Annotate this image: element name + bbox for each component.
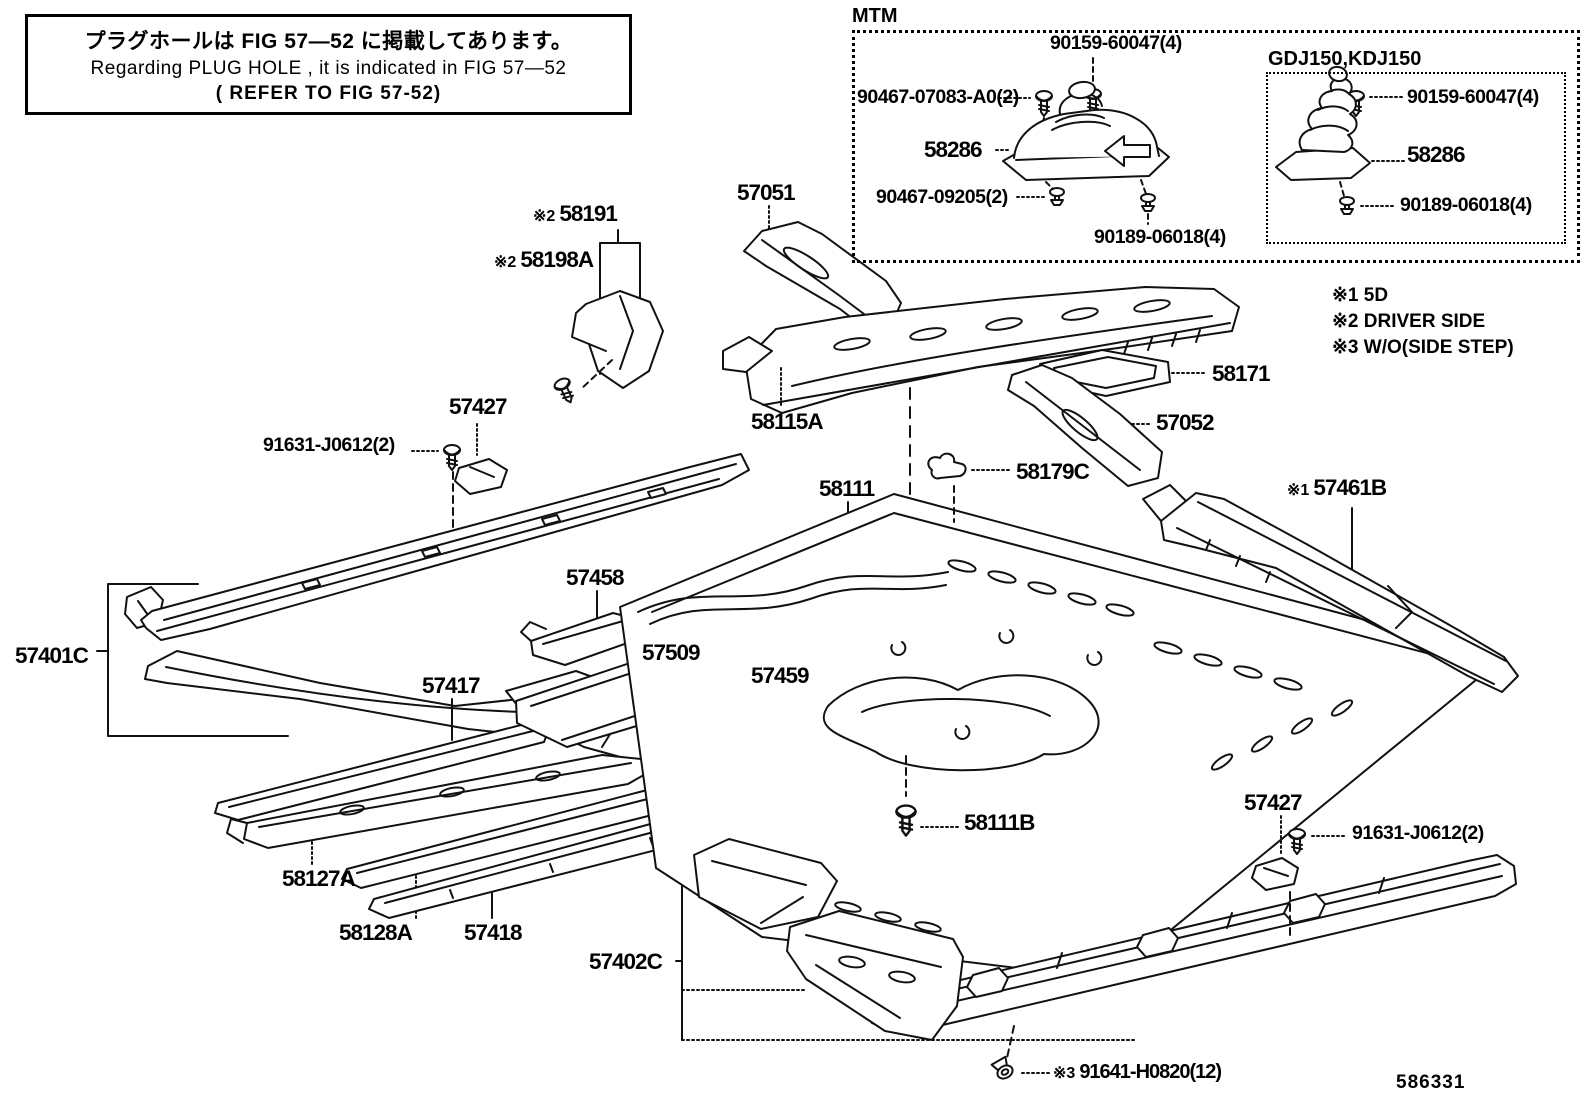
part-number: 57427: [449, 394, 508, 419]
legend-item-2: ※2 DRIVER SIDE: [1332, 311, 1486, 332]
part-number: 57461B: [1313, 475, 1387, 500]
part-label-58286-gdj: 58286: [1407, 142, 1466, 167]
part-number: 57052: [1156, 410, 1215, 435]
part-57052-art: [1007, 364, 1163, 487]
part-number: 58191: [559, 201, 618, 226]
mtm-box-title: MTM: [852, 5, 898, 27]
part-number: 58127A: [282, 866, 356, 891]
part-57051-art: [743, 205, 902, 343]
part-prefix: ※1: [1287, 482, 1310, 499]
part-58127A-art: [226, 754, 650, 865]
part-label-90467-07083: 90467-07083-A0(2): [857, 86, 1019, 108]
part-label-58127A: 58127A: [282, 866, 356, 891]
part-label-58115A: 58115A: [751, 409, 824, 434]
part-number: 58286: [924, 137, 983, 162]
legend-item-3: ※3 W/O(SIDE STEP): [1332, 337, 1514, 358]
part-label-90159-60047-gdj: 90159-60047(4): [1407, 86, 1539, 108]
part-number: 57051: [737, 180, 796, 205]
part-label-91631-bottom: 91631-J0612(2): [1352, 822, 1484, 844]
part-number: 57402C: [589, 949, 663, 974]
part-number: 58171: [1212, 361, 1271, 386]
part-label-57427-bottom: 57427: [1244, 790, 1303, 815]
part-label-58111B: 58111B: [964, 810, 1035, 835]
part-number: 57509: [642, 640, 701, 665]
part-number: 91641-H0820(12): [1079, 1061, 1222, 1083]
part-57427-bottom-art: [1251, 815, 1347, 937]
part-label-57509: 57509: [642, 640, 701, 665]
part-label-58128A: 58128A: [339, 920, 413, 945]
part-number: 57427: [1244, 790, 1303, 815]
legend: ※1 5D ※2 DRIVER SIDE ※3 W/O(SIDE STEP): [1332, 283, 1514, 361]
part-label-57052: 57052: [1156, 410, 1215, 435]
part-58115A-art: [722, 286, 1240, 414]
part-label-57417: 57417: [422, 673, 481, 698]
part-57402C-art: [675, 838, 1517, 1041]
part-prefix: ※2: [494, 254, 517, 271]
part-prefix: ※2: [533, 208, 556, 225]
part-label-90189-06018-mtm: 90189-06018(4): [1094, 226, 1226, 248]
part-number: 58115A: [751, 409, 824, 434]
part-label-90189-06018-gdj: 90189-06018(4): [1400, 194, 1532, 216]
part-label-90159-60047-mtm: 90159-60047(4): [1050, 32, 1182, 54]
part-label-58171: 58171: [1212, 361, 1271, 386]
note-line-japanese: プラグホールは FIG 57—52 に掲載してあります。: [84, 29, 573, 53]
part-number: 58179C: [1016, 459, 1090, 484]
gdj-detail-box: [1266, 72, 1566, 244]
part-58179C-art: [927, 452, 1013, 523]
part-label-57459: 57459: [751, 663, 810, 688]
plug-hole-note-box: プラグホールは FIG 57—52 に掲載してあります。 Regarding P…: [25, 14, 632, 115]
part-58191-art: [551, 229, 664, 407]
part-57461B-art: [1142, 484, 1519, 693]
note-line-english: Regarding PLUG HOLE , it is indicated in…: [90, 57, 567, 79]
part-label-58179C: 58179C: [1016, 459, 1090, 484]
part-label-90467-09205: 90467-09205(2): [876, 186, 1008, 208]
part-label-58111: 58111: [819, 476, 875, 501]
part-number: 58286: [1407, 142, 1466, 167]
part-label-57418: 57418: [464, 920, 523, 945]
drawing-number: 586331: [1396, 1072, 1466, 1093]
part-number: 57459: [751, 663, 810, 688]
part-label-58286-mtm: 58286: [924, 137, 983, 162]
part-number: 57401C: [15, 643, 89, 668]
part-number: 58128A: [339, 920, 413, 945]
legend-item-1: ※1 5D: [1332, 285, 1389, 306]
part-91641-art: [990, 1025, 1050, 1083]
part-prefix: ※3: [1053, 1065, 1076, 1082]
part-label-57402C: 57402C: [589, 949, 663, 974]
part-58111B-art: [895, 755, 959, 837]
part-58111-art: [619, 493, 1505, 972]
part-57417-art: [214, 698, 550, 821]
part-label-57458: 57458: [566, 565, 625, 590]
part-number: 58111B: [964, 810, 1035, 835]
note-line-refer: ( REFER TO FIG 57-52): [215, 82, 442, 104]
part-label-57427-top: 57427: [449, 394, 508, 419]
part-label-57051: 57051: [737, 180, 796, 205]
part-number: 58111: [819, 476, 875, 501]
part-label-57401C: 57401C: [15, 643, 89, 668]
part-number: 57418: [464, 920, 523, 945]
mtm-box-art: [995, 57, 1170, 225]
part-number: 57417: [422, 673, 481, 698]
part-number: 58198A: [520, 247, 594, 272]
gdj-box-title: GDJ150,KDJ150: [1268, 48, 1422, 70]
part-label-91631-top: 91631-J0612(2): [263, 434, 395, 456]
part-57427-top-art: [411, 423, 508, 529]
mtm-detail-box: [852, 30, 1580, 263]
gdj-box-art: [1275, 65, 1405, 215]
part-number: 57458: [566, 565, 625, 590]
